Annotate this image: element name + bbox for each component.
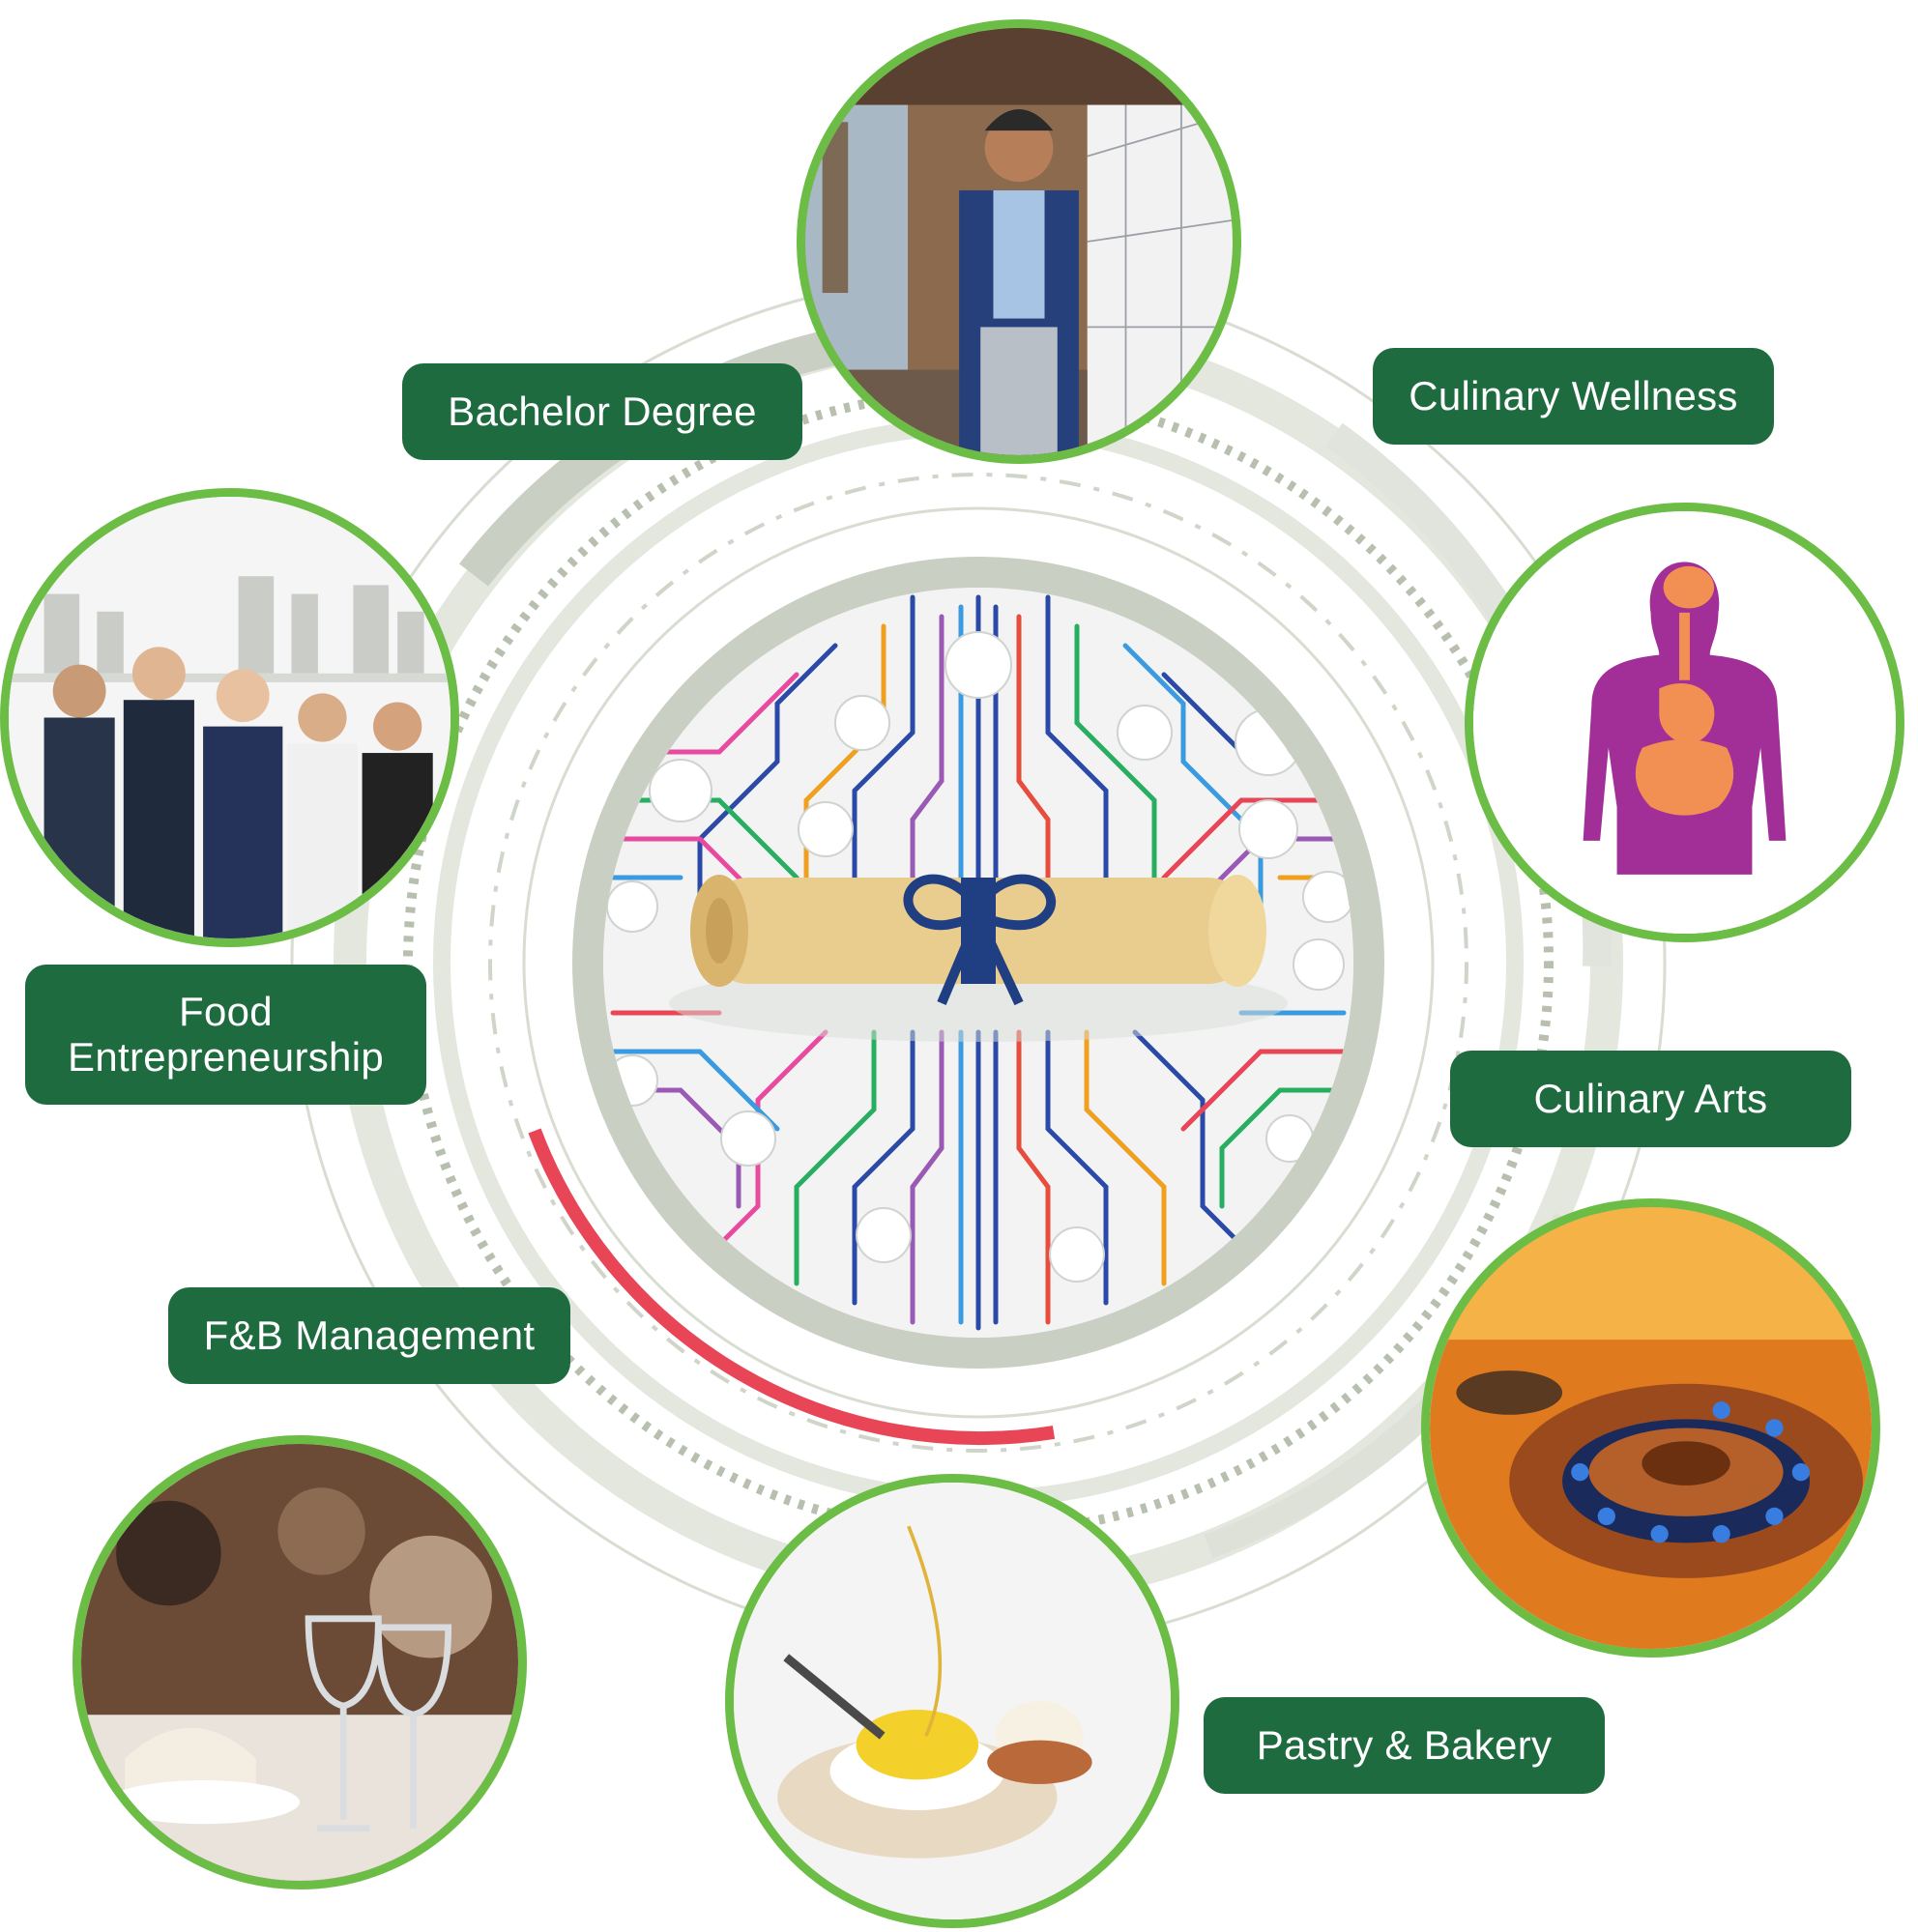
culinary-wellness-illustration — [1465, 503, 1904, 942]
culinary-arts-text: Culinary Arts — [1533, 1075, 1768, 1121]
progress-arc — [528, 1128, 1056, 1446]
bachelor-degree-label[interactable]: Bachelor Degree — [402, 363, 802, 460]
pastry-bakery-photo — [725, 1474, 1179, 1928]
culinary-wellness-label[interactable]: Culinary Wellness — [1373, 348, 1774, 445]
fb-management-label[interactable]: F&B Management — [168, 1287, 570, 1384]
pastry-bakery-label[interactable]: Pastry & Bakery — [1204, 1697, 1605, 1794]
fb-management-text: F&B Management — [203, 1312, 536, 1358]
food-entrepreneurship-label[interactable]: Food Entrepreneurship — [25, 965, 426, 1105]
food-entrepreneurship-photo — [0, 488, 459, 947]
pastry-bakery-text: Pastry & Bakery — [1256, 1721, 1553, 1768]
center-diploma-circuit-image — [603, 588, 1353, 1338]
fb-management-photo — [73, 1435, 527, 1889]
food-entrepreneurship-text: Food Entrepreneurship — [68, 989, 384, 1080]
bachelor-degree-photo — [797, 19, 1241, 464]
culinary-arts-label[interactable]: Culinary Arts — [1450, 1051, 1851, 1147]
bachelor-degree-text: Bachelor Degree — [448, 388, 757, 434]
culinary-wellness-text: Culinary Wellness — [1409, 372, 1738, 418]
culinary-arts-photo — [1421, 1198, 1880, 1658]
